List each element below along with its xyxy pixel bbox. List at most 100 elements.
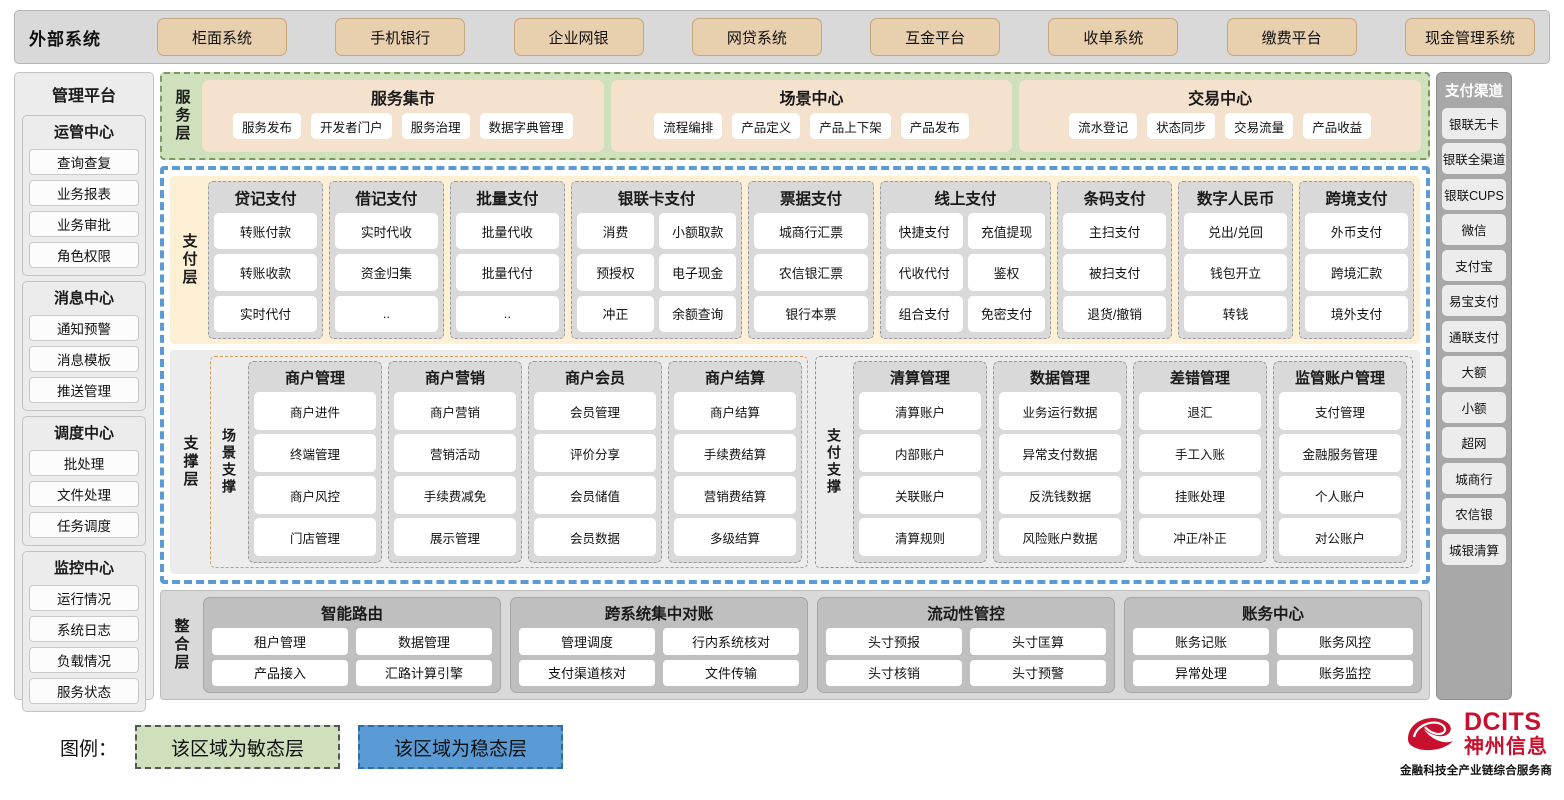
integration-cell[interactable]: 头寸核销 — [826, 659, 962, 686]
external-system-chip[interactable]: 网贷系统 — [691, 18, 822, 56]
management-item[interactable]: 查询查复 — [29, 149, 139, 175]
payment-cell[interactable]: 鉴权 — [967, 254, 1046, 291]
payment-cell[interactable]: 转账收款 — [214, 254, 317, 291]
support-cell[interactable]: 会员数据 — [534, 518, 656, 556]
support-cell[interactable]: 商户结算 — [674, 392, 796, 430]
management-item[interactable]: 推送管理 — [29, 377, 139, 403]
integration-cell[interactable]: 产品接入 — [212, 659, 348, 686]
integration-cell[interactable]: 管理调度 — [519, 628, 655, 655]
service-chip[interactable]: 产品收益 — [1303, 113, 1372, 139]
payment-channel-item[interactable]: 支付宝 — [1442, 249, 1506, 281]
external-system-chip[interactable]: 互金平台 — [870, 18, 1001, 56]
service-chip[interactable]: 产品发布 — [900, 113, 969, 139]
payment-cell[interactable]: 退货/撤销 — [1063, 295, 1167, 332]
service-chip[interactable]: 交易流量 — [1225, 113, 1294, 139]
integration-cell[interactable]: 账务风控 — [1277, 628, 1413, 655]
integration-cell[interactable]: 行内系统核对 — [663, 628, 799, 655]
payment-cell[interactable]: 农信银汇票 — [754, 254, 868, 291]
service-chip[interactable]: 数据字典管理 — [479, 113, 573, 139]
support-cell[interactable]: 异常支付数据 — [999, 434, 1121, 472]
external-system-chip[interactable]: 企业网银 — [513, 18, 644, 56]
payment-channel-item[interactable]: 通联支付 — [1442, 320, 1506, 352]
management-item[interactable]: 任务调度 — [29, 512, 139, 538]
payment-channel-item[interactable]: 城银清算 — [1442, 533, 1506, 565]
support-cell[interactable]: 评价分享 — [534, 434, 656, 472]
payment-channel-item[interactable]: 银联全渠道 — [1442, 143, 1506, 174]
integration-cell[interactable]: 头寸匡算 — [970, 628, 1106, 655]
payment-cell[interactable]: 境外支付 — [1305, 295, 1408, 332]
payment-cell[interactable]: 消费 — [576, 213, 655, 250]
management-item[interactable]: 运行情况 — [29, 585, 139, 611]
integration-cell[interactable]: 租户管理 — [212, 628, 348, 655]
service-chip[interactable]: 开发者门户 — [311, 113, 392, 139]
payment-cell[interactable]: 转账付款 — [214, 213, 317, 250]
support-cell[interactable]: 门店管理 — [254, 518, 376, 556]
payment-cell[interactable]: 被扫支付 — [1063, 254, 1167, 291]
support-cell[interactable]: 会员储值 — [534, 476, 656, 514]
payment-cell[interactable]: 外币支付 — [1305, 213, 1408, 250]
management-item[interactable]: 消息模板 — [29, 346, 139, 372]
external-system-chip[interactable]: 收单系统 — [1048, 18, 1179, 56]
payment-channel-item[interactable]: 城商行 — [1442, 462, 1506, 494]
integration-cell[interactable]: 账务记账 — [1133, 628, 1269, 655]
payment-cell[interactable]: 预授权 — [576, 254, 655, 291]
support-cell[interactable]: 会员管理 — [534, 392, 656, 430]
payment-cell[interactable]: 批量代收 — [455, 213, 559, 250]
support-cell[interactable]: 终端管理 — [254, 434, 376, 472]
support-cell[interactable]: 风险账户数据 — [999, 518, 1121, 556]
payment-channel-item[interactable]: 银联无卡 — [1442, 107, 1506, 139]
support-cell[interactable]: 清算规则 — [859, 518, 981, 556]
payment-cell[interactable]: 充值提现 — [967, 213, 1046, 250]
management-item[interactable]: 业务报表 — [29, 180, 139, 206]
payment-channel-item[interactable]: 大额 — [1442, 356, 1506, 387]
integration-cell[interactable]: 数据管理 — [356, 628, 492, 655]
integration-cell[interactable]: 头寸预警 — [970, 659, 1106, 686]
payment-channel-item[interactable]: 微信 — [1442, 214, 1506, 245]
integration-cell[interactable]: 支付渠道核对 — [519, 659, 655, 686]
support-cell[interactable]: 退汇 — [1139, 392, 1261, 430]
payment-cell[interactable]: 电子现金 — [659, 254, 737, 291]
payment-cell[interactable]: 免密支付 — [967, 295, 1046, 332]
management-item[interactable]: 服务状态 — [29, 678, 139, 704]
external-system-chip[interactable]: 柜面系统 — [157, 18, 287, 56]
support-cell[interactable]: 商户风控 — [254, 476, 376, 514]
management-item[interactable]: 系统日志 — [29, 616, 139, 642]
service-chip[interactable]: 流程编排 — [654, 113, 723, 139]
support-cell[interactable]: 清算账户 — [859, 392, 981, 430]
payment-cell[interactable]: 小额取款 — [659, 213, 737, 250]
support-cell[interactable]: 对公账户 — [1279, 518, 1401, 556]
external-system-chip[interactable]: 现金管理系统 — [1404, 18, 1535, 56]
support-cell[interactable]: 手工入账 — [1139, 434, 1261, 472]
support-cell[interactable]: 商户进件 — [254, 392, 376, 430]
integration-cell[interactable]: 文件传输 — [663, 659, 799, 686]
payment-cell[interactable]: 兑出/兑回 — [1184, 213, 1288, 250]
payment-channel-item[interactable]: 超网 — [1442, 427, 1506, 458]
payment-cell[interactable]: 组合支付 — [885, 295, 963, 332]
support-cell[interactable]: 多级结算 — [674, 518, 796, 556]
payment-cell[interactable]: 冲正 — [576, 295, 655, 332]
support-cell[interactable]: 关联账户 — [859, 476, 981, 514]
integration-cell[interactable]: 异常处理 — [1133, 659, 1269, 686]
payment-cell[interactable]: 快捷支付 — [885, 213, 963, 250]
payment-cell[interactable]: 实时代付 — [214, 295, 317, 332]
support-cell[interactable]: 营销活动 — [394, 434, 516, 472]
service-chip[interactable]: 服务治理 — [401, 113, 470, 139]
support-cell[interactable]: 手续费减免 — [394, 476, 516, 514]
payment-cell[interactable]: 转钱 — [1184, 295, 1288, 332]
payment-cell[interactable]: 银行本票 — [754, 295, 868, 332]
support-cell[interactable]: 金融服务管理 — [1279, 434, 1401, 472]
support-cell[interactable]: 支付管理 — [1279, 392, 1401, 430]
support-cell[interactable]: 个人账户 — [1279, 476, 1401, 514]
integration-cell[interactable]: 账务监控 — [1277, 659, 1413, 686]
payment-cell[interactable]: 资金归集 — [334, 254, 438, 291]
payment-cell[interactable]: 跨境汇款 — [1305, 254, 1408, 291]
support-cell[interactable]: 挂账处理 — [1139, 476, 1261, 514]
support-cell[interactable]: 冲正/补正 — [1139, 518, 1261, 556]
management-item[interactable]: 文件处理 — [29, 481, 139, 507]
management-item[interactable]: 通知预警 — [29, 315, 139, 341]
payment-cell[interactable]: 实时代收 — [334, 213, 438, 250]
management-item[interactable]: 批处理 — [29, 450, 139, 476]
payment-cell[interactable]: .. — [455, 295, 559, 332]
payment-cell[interactable]: 主扫支付 — [1063, 213, 1167, 250]
support-cell[interactable]: 手续费结算 — [674, 434, 796, 472]
